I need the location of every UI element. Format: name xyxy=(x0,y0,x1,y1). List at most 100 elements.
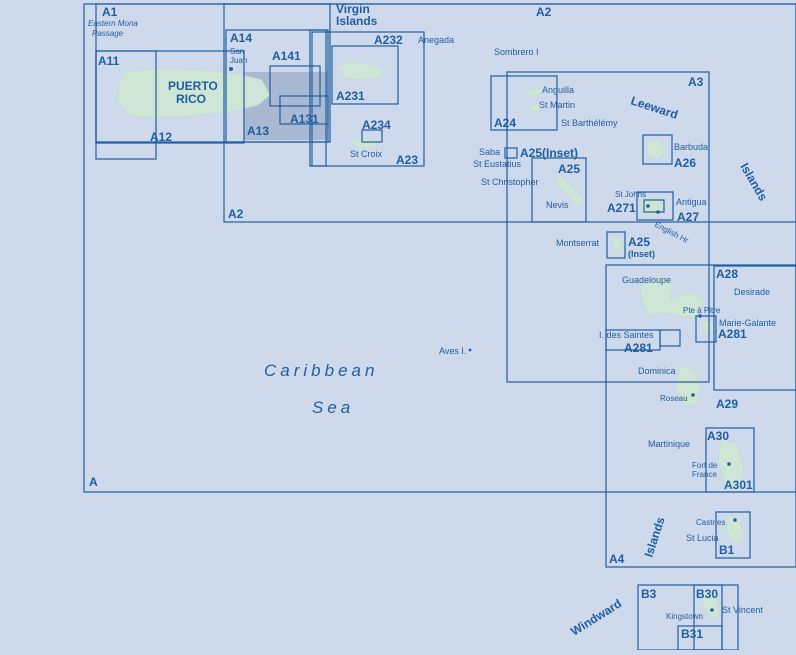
place-st-vincent: St Vincent xyxy=(722,605,763,615)
barbuda-island xyxy=(645,139,667,161)
place-castries: Castries xyxy=(696,518,725,527)
chart-label-a2-top: A2 xyxy=(536,5,552,19)
chart-label-a234: A234 xyxy=(362,118,391,132)
region-islands-leeward: Islands xyxy=(737,161,770,204)
st-johns-dot xyxy=(646,204,650,208)
chart-label-a: A xyxy=(89,475,98,489)
chart-label-a281-right: A281 xyxy=(718,327,747,341)
place-martinique: Martinique xyxy=(648,439,690,449)
place-dominica: Dominica xyxy=(638,366,676,376)
chart-label-a141: A141 xyxy=(272,49,301,63)
chart-label-a12: A12 xyxy=(150,130,172,144)
chart-label-b1: B1 xyxy=(719,543,735,557)
roseau-dot xyxy=(691,393,695,397)
region-caribbean: Caribbean xyxy=(264,361,378,380)
place-i-des-saintes: I. des Saintes xyxy=(599,330,654,340)
place-st-barth: St Barthélémy xyxy=(561,118,618,128)
st-vincent-island xyxy=(701,591,721,619)
place-nevis: Nevis xyxy=(546,200,569,210)
chart-label-a25: A25 xyxy=(558,162,580,176)
chart-label-a3: A3 xyxy=(688,75,704,89)
chart-label-a271: A271 xyxy=(607,201,636,215)
place-anguilla: Anguilla xyxy=(542,85,574,95)
kingstown-dot xyxy=(710,608,714,612)
place-st-lucia: St Lucia xyxy=(686,533,719,543)
place-virgin-islands: Islands xyxy=(336,14,378,28)
place-virgin: Virgin xyxy=(336,2,370,16)
chart-label-b3: B3 xyxy=(641,587,657,601)
region-sea: Sea xyxy=(312,398,354,417)
place-passage: Passage xyxy=(92,29,124,38)
chart-label-a30: A30 xyxy=(707,429,729,443)
place-marie-galante: Marie-Galante xyxy=(719,318,776,328)
chart-label-a301: A301 xyxy=(724,478,753,492)
castries-dot xyxy=(733,518,737,522)
aves-dot xyxy=(468,348,472,352)
place-france: France xyxy=(692,470,717,479)
place-st-croix: St Croix xyxy=(350,149,383,159)
region-islands-windward: Islands xyxy=(642,515,668,559)
place-desirade: Desirade xyxy=(734,287,770,297)
chart-label-a29: A29 xyxy=(716,397,738,411)
chart-label-a232: A232 xyxy=(374,33,403,47)
place-juan: Juan xyxy=(230,56,247,65)
place-anegada: Anegada xyxy=(418,35,454,45)
place-eastern-mona: Eastern Mona xyxy=(88,19,138,28)
region-labels: Caribbean Sea Leeward Islands Islands Wi… xyxy=(264,94,770,639)
anguilla-island xyxy=(522,87,546,98)
montserrat-island xyxy=(611,235,623,253)
region-windward: Windward xyxy=(568,596,624,638)
san-juan-dot xyxy=(229,67,233,71)
settlement-dots xyxy=(229,67,737,612)
chart-label-a28: A28 xyxy=(716,267,738,281)
chart-label-a281-left: A281 xyxy=(624,341,653,355)
guadeloupe-island xyxy=(639,275,705,319)
chart-label-a26: A26 xyxy=(674,156,696,170)
place-puerto: PUERTO xyxy=(168,79,218,93)
chart-label-b31: B31 xyxy=(681,627,703,641)
chart-label-a231: A231 xyxy=(336,89,365,103)
english-hr-dot xyxy=(656,210,660,214)
place-san: San xyxy=(230,47,244,56)
chart-label-a27: A27 xyxy=(677,210,699,224)
chart-label-a13: A13 xyxy=(247,124,269,138)
st-lucia-island xyxy=(725,515,745,545)
place-pte-a-pitre: Pte à Pitre xyxy=(683,306,721,315)
chart-label-a23: A23 xyxy=(396,153,418,167)
pte-a-pitre-dot xyxy=(698,314,702,318)
place-fort-de: Fort de xyxy=(692,461,718,470)
place-sombrero: Sombrero I xyxy=(494,47,539,57)
chart-label-a11: A11 xyxy=(98,54,120,68)
fort-de-france-dot xyxy=(727,462,731,466)
virgin-islands-island xyxy=(335,61,385,81)
chart-label-a2-bottom: A2 xyxy=(228,207,244,221)
place-st-johns: St Johns xyxy=(615,190,646,199)
chart-number-labels: A A1 A11 A12 A13 A14 A141 A131 A2 A2 A23… xyxy=(89,5,753,641)
place-st-eustatius: St Eustatius xyxy=(473,159,522,169)
place-st-christopher: St Christopher xyxy=(481,177,539,187)
place-barbuda: Barbuda xyxy=(674,142,708,152)
marie-galante-island xyxy=(701,319,715,335)
place-rico: RICO xyxy=(176,92,206,106)
chart-label-a25-lower: A25 xyxy=(628,235,650,249)
chart-label-a25-inset: A25(Inset) xyxy=(520,146,578,160)
place-kingstown: Kingstown xyxy=(666,612,703,621)
chart-label-b30: B30 xyxy=(696,587,718,601)
place-antigua: Antigua xyxy=(676,197,707,207)
chart-label-a4: A4 xyxy=(609,552,625,566)
martinique-island xyxy=(717,437,745,491)
chart-label-a14: A14 xyxy=(230,31,252,45)
place-st-martin: St Martin xyxy=(539,100,575,110)
place-aves: Aves I. xyxy=(439,346,466,356)
chart-label-a24: A24 xyxy=(494,116,516,130)
chart-label-a25-lower-inset: (Inset) xyxy=(628,249,655,259)
chart-label-a131: A131 xyxy=(290,112,319,126)
region-leeward: Leeward xyxy=(629,94,680,122)
place-roseau: Roseau xyxy=(660,394,688,403)
st-croix-island xyxy=(349,137,379,149)
chart-label-a1: A1 xyxy=(102,5,118,19)
place-saba: Saba xyxy=(479,147,500,157)
st-kitts-island xyxy=(555,175,585,207)
place-montserrat: Montserrat xyxy=(556,238,600,248)
